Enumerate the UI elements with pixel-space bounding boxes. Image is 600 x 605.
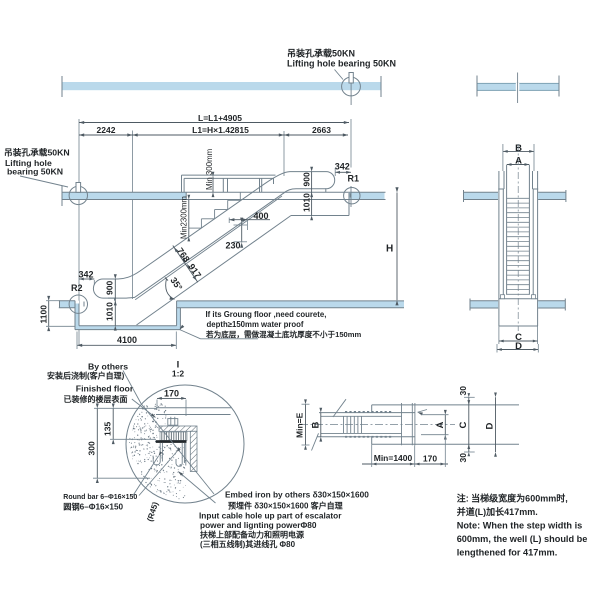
svg-text:By others: By others [88, 362, 128, 372]
svg-text:扶梯上部配备动力和照明电源: 扶梯上部配备动力和照明电源 [200, 530, 304, 540]
svg-text:400: 400 [254, 211, 269, 221]
svg-text:170: 170 [423, 454, 437, 464]
svg-text:300: 300 [86, 441, 96, 455]
svg-text:30: 30 [458, 453, 468, 463]
svg-text:900: 900 [302, 172, 312, 186]
svg-text:Input cable hole up part of es: Input cable hole up part of escalator [199, 511, 342, 521]
svg-text:Lifting hole: Lifting hole [5, 158, 52, 168]
svg-text:135: 135 [102, 422, 112, 436]
svg-text:Lifting hole bearing 50KN: Lifting hole bearing 50KN [287, 59, 396, 69]
svg-text:lengthened for 417mm.: lengthened for 417mm. [457, 548, 558, 558]
svg-text:并道(L)加长417mm.: 并道(L)加长417mm. [457, 506, 538, 517]
svg-text:吊装孔承载50KN: 吊装孔承载50KN [287, 48, 355, 59]
svg-text:1010: 1010 [302, 193, 312, 212]
svg-text:power and lignting powerΦ80: power and lignting powerΦ80 [200, 520, 317, 530]
svg-text:H: H [386, 244, 393, 255]
svg-text:600mm, the well (L) should be: 600mm, the well (L) should be [457, 534, 588, 544]
svg-text:注: 当梯级宽度为600mm时,: 注: 当梯级宽度为600mm时, [457, 493, 568, 504]
svg-text:Round bar 6–Φ16×150: Round bar 6–Φ16×150 [63, 494, 137, 501]
svg-text:1:2: 1:2 [172, 369, 185, 379]
svg-text:depth≥150mm water proof: depth≥150mm water proof [207, 320, 304, 329]
svg-text:If its Groung floor ,need cour: If its Groung floor ,need courete, [206, 310, 327, 319]
svg-text:342: 342 [335, 162, 350, 172]
svg-text:4100: 4100 [117, 335, 137, 345]
svg-text:B: B [310, 422, 321, 429]
svg-text:342: 342 [79, 270, 94, 280]
svg-text:(三相五线制)其进线孔 Φ80: (三相五线制)其进线孔 Φ80 [200, 539, 296, 549]
svg-text:Embed iron by others δ30×150×1: Embed iron by others δ30×150×1600 [225, 490, 369, 500]
svg-text:30: 30 [458, 386, 468, 396]
svg-text:230: 230 [226, 240, 241, 250]
svg-text:Finished floor: Finished floor [76, 384, 134, 394]
svg-text:圆钢6–Φ16×150: 圆钢6–Φ16×150 [63, 502, 123, 512]
svg-text:已装修的楼层表面: 已装修的楼层表面 [64, 394, 128, 404]
svg-text:吊装孔承载50KN: 吊装孔承载50KN [4, 147, 70, 158]
svg-text:900: 900 [105, 281, 115, 295]
svg-text:Min2300mm: Min2300mm [180, 196, 189, 239]
svg-text:2242: 2242 [97, 125, 116, 135]
svg-text:170: 170 [164, 389, 179, 399]
svg-text:1100: 1100 [39, 305, 49, 324]
svg-text:1010: 1010 [105, 302, 115, 321]
svg-text:I: I [177, 360, 180, 371]
svg-text:Min=E: Min=E [295, 412, 305, 438]
svg-text:R1: R1 [348, 174, 360, 184]
svg-text:R2: R2 [71, 283, 83, 293]
svg-text:2663: 2663 [312, 125, 331, 135]
svg-text:预埋件 δ30×150×1600 客户自理: 预埋件 δ30×150×1600 客户自理 [228, 501, 343, 511]
svg-text:安装后浇制(客户自理): 安装后浇制(客户自理) [47, 371, 125, 381]
svg-text:bearing 50KN: bearing 50KN [7, 167, 63, 177]
svg-text:Note: When the step width is: Note: When the step width is [457, 521, 583, 531]
svg-text:C: C [458, 422, 469, 429]
svg-text:B: B [515, 143, 522, 154]
svg-text:L1=H×1.42815: L1=H×1.42815 [192, 125, 249, 135]
svg-text:C: C [515, 332, 522, 343]
svg-text:D: D [485, 423, 496, 430]
svg-text:D: D [515, 341, 522, 352]
svg-text:Min=1400: Min=1400 [374, 453, 413, 463]
svg-text:L=L1+4905: L=L1+4905 [198, 113, 242, 123]
svg-text:A: A [515, 156, 522, 167]
svg-text:A: A [435, 422, 446, 429]
svg-text:Min 300mm: Min 300mm [205, 148, 214, 190]
svg-text:若为底层，需做混凝土底坑厚度不小于150mm: 若为底层，需做混凝土底坑厚度不小于150mm [205, 329, 362, 339]
